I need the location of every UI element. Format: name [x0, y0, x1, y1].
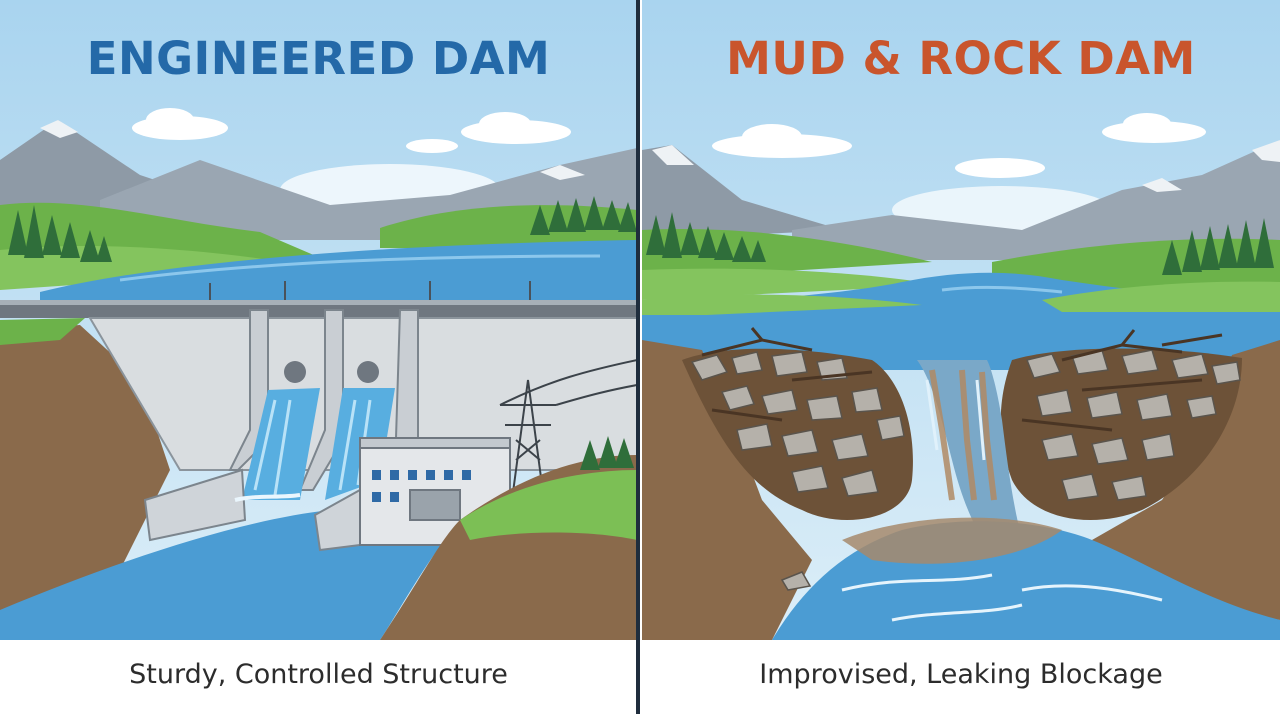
mountains	[642, 140, 1280, 260]
right-bank	[1092, 340, 1280, 620]
street-lamps	[209, 281, 531, 300]
panel-divider	[636, 0, 640, 714]
branches	[701, 327, 1223, 432]
engineered-dam-illustration	[0, 0, 637, 640]
leaking-water	[917, 360, 1022, 540]
mud-rock-dam-caption: Improvised, Leaking Blockage	[759, 659, 1163, 690]
muddy-splash	[842, 517, 1062, 564]
forest	[8, 196, 637, 262]
spillway-piers	[228, 309, 419, 491]
mud-rock-dam-panel: MUD & ROCK DAM	[642, 0, 1280, 640]
mud-rock-dam-title: MUD & ROCK DAM	[726, 32, 1196, 85]
power-house	[313, 437, 511, 552]
gate-turbines	[284, 361, 379, 383]
left-cliff	[0, 325, 170, 640]
engineered-dam-caption: Sturdy, Controlled Structure	[129, 659, 508, 690]
engineered-dam-title: ENGINEERED DAM	[86, 32, 551, 85]
mud-rock-dam-illustration	[642, 0, 1280, 640]
power-pylon	[499, 359, 637, 501]
dam-road	[0, 304, 637, 318]
engineered-dam-panel: ENGINEERED DAM	[0, 0, 637, 640]
left-bank	[642, 340, 812, 640]
forest	[646, 212, 1274, 275]
spillway-apron	[143, 468, 247, 542]
rocks	[690, 349, 1241, 501]
